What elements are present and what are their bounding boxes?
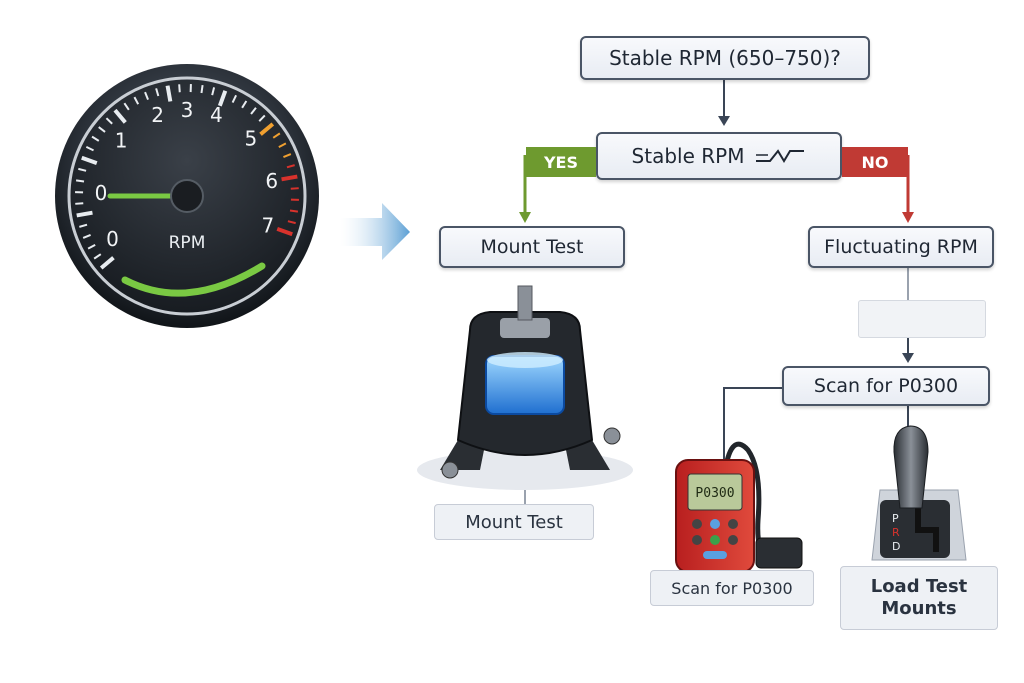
mount-test-caption: Mount Test [434,504,594,540]
gauge-tick [75,202,84,205]
shifter-knob [893,425,929,509]
scanner-button [710,519,720,529]
gauge-tick [211,87,216,96]
mount-cap [500,318,550,338]
obd-scanner-icon: P0300 [675,441,803,573]
gauge-tick-label: 0 [95,181,108,205]
gauge-tick [87,243,96,250]
scanner-button [710,535,720,545]
arrow-right-icon [340,203,410,260]
gauge-tick [81,155,98,166]
gauge-tick [286,164,295,169]
gauge-tick [200,84,204,94]
decision-label: Stable RPM [631,144,745,168]
gauge-tick-label: 6 [265,169,278,193]
shifter-gear-letter: D [892,540,900,553]
gauge-tick [105,117,113,125]
arrowhead-scan [902,353,914,363]
scan-box: Scan for P0300 [782,366,990,406]
arrowhead-yes [519,212,531,223]
gauge-tick-label: 7 [261,213,274,237]
gauge-green-arc [121,262,266,297]
gauge-tick [165,85,173,102]
gauge-tick [287,220,296,225]
fluctuating-rpm-box: Fluctuating RPM [808,226,994,268]
gauge-unit-label: RPM [169,233,206,253]
gauge-tick [123,102,130,111]
mount-fluid-surface [487,352,563,368]
scanner-button [728,535,738,545]
gauge-tick [276,226,293,237]
gauge-tick [76,210,93,218]
gauge-tick [91,135,100,142]
gauge-tick-label: 2 [151,103,164,127]
gauge-tick [272,132,281,139]
gear-shifter-icon: PRD [871,425,967,561]
gauge-tick [250,107,257,115]
gauge-tick [99,256,115,270]
gauge-tick [241,100,248,109]
gauge-tick [113,108,127,124]
scanner-screen-code: P0300 [695,486,734,501]
question-box: Stable RPM (650–750)? [580,36,870,80]
gauge-tick [144,91,149,100]
gauge-tick [278,142,287,149]
gauge-tick-label: 5 [245,126,258,150]
gauge-tick [79,223,88,228]
wave-box [858,300,986,338]
mount-test-box: Mount Test [439,226,625,268]
load-test-caption: Load Test Mounts [840,566,998,630]
gauge-tick [231,94,237,103]
shifter-letters: PRD [892,512,900,553]
scan-caption: Scan for P0300 [650,570,814,606]
scanner-button [692,535,702,545]
shifter-gate [915,505,939,552]
gauge-tick [75,179,85,183]
scanner-obd-plug [755,537,803,569]
gauge-tick-label: 3 [181,98,194,122]
scanner-screen [687,473,743,511]
gauge-tick [289,209,299,213]
gauge-tick [178,84,181,93]
gauge-tick [98,126,106,133]
gauge-tick-label: 4 [210,103,223,127]
connectors [523,80,910,504]
gauge-tick [155,88,160,97]
gauge-tick [217,90,228,107]
gauge-tick [283,153,292,158]
gauge-tick [82,234,91,239]
engine-mount-icon [417,285,633,490]
decision-box: Stable RPM [596,132,842,180]
arrowhead-decision [718,116,730,126]
mount-bolt-left [441,461,459,479]
gauge-tick-label: 1 [115,129,128,153]
scanner-button [703,551,727,559]
gauge-tick [78,167,87,172]
gauge-ticks [75,84,299,270]
gauge-tick-label: 0 [106,227,119,251]
gauge-tick [259,122,275,136]
gauge-hub [170,179,204,213]
arrowhead-no [902,212,914,223]
rpm-graph-icon [756,149,805,163]
gauge-tick [290,187,299,190]
gauge-tick [133,96,140,105]
scanner-button [692,519,702,529]
gauge-tick [93,253,102,260]
gauge-tick [85,146,94,152]
connector-scan-to-scanner [723,387,782,478]
shifter-gear-letter: R [892,526,900,539]
mount-stud [517,285,533,321]
yes-tag: YES [526,147,596,177]
no-tag: NO [842,147,908,177]
gauge-tick [258,114,266,122]
scanner-button [728,519,738,529]
gauge-tick [281,174,298,182]
mount-bolt-right [603,427,621,445]
shifter-gear-letter: P [892,512,899,525]
